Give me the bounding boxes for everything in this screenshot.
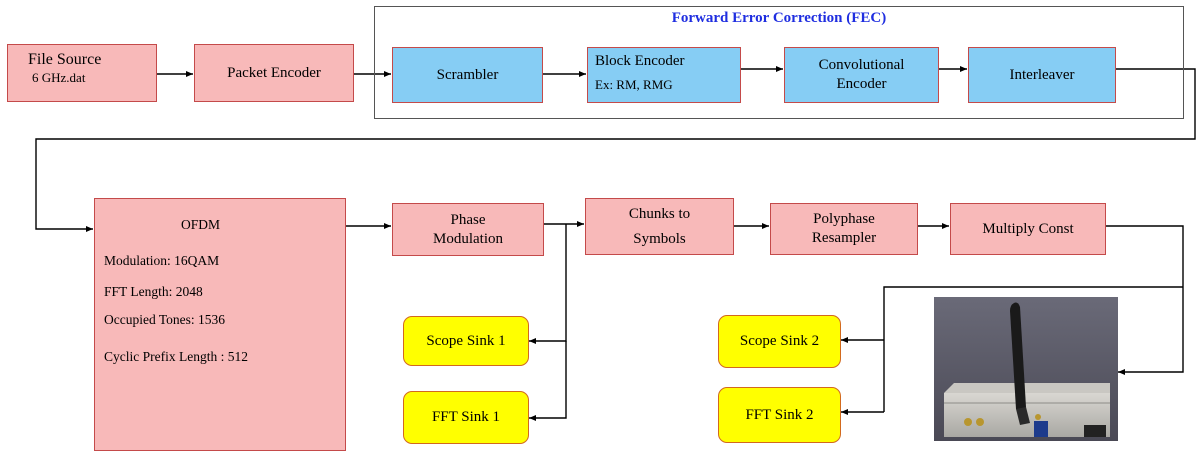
- chunks-to-symbols-block[interactable]: Chunks to Symbols: [585, 198, 734, 255]
- polyphase-resampler-line2: Resampler: [811, 230, 877, 246]
- file-source-title: File Source: [28, 51, 102, 68]
- fec-title: Forward Error Correction (FEC): [671, 10, 887, 26]
- ofdm-fft-length: FFT Length: 2048: [104, 284, 203, 299]
- interleaver-block[interactable]: Interleaver: [968, 47, 1116, 103]
- usrp-device-icon: [934, 297, 1118, 441]
- packet-encoder-block[interactable]: Packet Encoder: [194, 44, 354, 102]
- fft-sink-2-block[interactable]: FFT Sink 2: [718, 387, 841, 443]
- wire-interleaver-to-ofdm: [35, 68, 1196, 232]
- scrambler-block[interactable]: Scrambler: [392, 47, 543, 103]
- ofdm-occupied-tones: Occupied Tones: 1536: [104, 312, 226, 327]
- scope-sink-1-block[interactable]: Scope Sink 1: [403, 316, 529, 366]
- file-source-block[interactable]: File Source 6 GHz.dat: [7, 44, 157, 102]
- scope-sink-2-label: Scope Sink 2: [739, 333, 820, 350]
- scope-sink-2-block[interactable]: Scope Sink 2: [718, 315, 841, 368]
- sdr-device-photo: [934, 297, 1118, 441]
- block-encoder-block[interactable]: Block Encoder Ex: RM, RMG: [587, 47, 741, 103]
- ofdm-title: OFDM: [181, 217, 221, 232]
- scope-sink-1-label: Scope Sink 1: [426, 332, 506, 349]
- fft-sink-1-label: FFT Sink 1: [431, 409, 501, 426]
- wire-device-to-sinks-2: [883, 286, 1183, 412]
- wire-multiply-to-device: [1106, 225, 1184, 375]
- packet-encoder-label: Packet Encoder: [227, 64, 321, 81]
- convolutional-encoder-line2: Encoder: [836, 76, 887, 92]
- polyphase-resampler-line1: Polyphase: [813, 211, 875, 228]
- interleaver-label: Interleaver: [1009, 66, 1075, 83]
- fft-sink-2-label: FFT Sink 2: [745, 406, 814, 423]
- chunks-to-symbols-line2: Symbols: [633, 230, 686, 247]
- scrambler-label: Scrambler: [436, 66, 499, 83]
- multiply-const-label: Multiply Const: [982, 220, 1074, 237]
- polyphase-resampler-block[interactable]: Polyphase Resampler: [770, 203, 918, 255]
- block-encoder-title: Block Encoder: [595, 53, 685, 69]
- wire-to-fft-sink-1: [529, 341, 567, 421]
- fec-group-frame: [374, 6, 1184, 119]
- phase-modulation-line2: Modulation: [433, 230, 503, 247]
- convolutional-encoder-line1: Convolutional: [818, 57, 905, 74]
- ofdm-cyclic-prefix: Cyclic Prefix Length : 512: [104, 349, 248, 364]
- convolutional-encoder-block[interactable]: Convolutional Encoder: [784, 47, 939, 103]
- phase-modulation-line1: Phase: [450, 211, 486, 228]
- multiply-const-block[interactable]: Multiply Const: [950, 203, 1106, 255]
- ofdm-modulation: Modulation: 16QAM: [104, 253, 220, 268]
- file-source-filename: 6 GHz.dat: [32, 70, 86, 85]
- chunks-to-symbols-line1: Chunks to: [628, 205, 691, 222]
- block-encoder-examples: Ex: RM, RMG: [595, 76, 673, 92]
- ofdm-block[interactable]: OFDM Modulation: 16QAM FFT Length: 2048 …: [94, 198, 346, 451]
- phase-modulation-block[interactable]: Phase Modulation: [392, 203, 544, 256]
- fft-sink-1-block[interactable]: FFT Sink 1: [403, 391, 529, 444]
